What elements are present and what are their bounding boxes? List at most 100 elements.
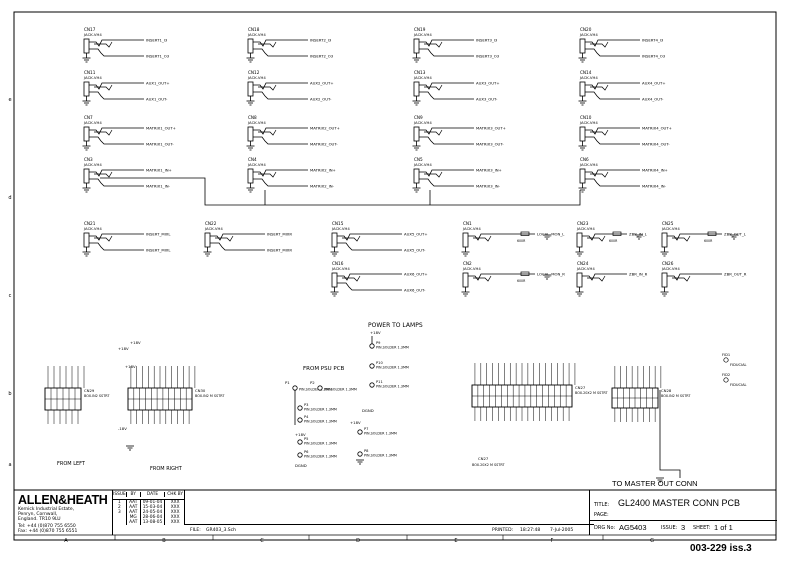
issue-value: 3 bbox=[681, 523, 686, 532]
grid-column-label: F bbox=[551, 538, 554, 544]
jack-tip-wire bbox=[585, 127, 640, 135]
jack-connectors: CN17JACK.VH4INSERT1_I3INSERT1_O3CN11JACK… bbox=[82, 27, 747, 297]
pin-ref: P6 bbox=[304, 450, 309, 454]
jack-type: JACK.VH4 bbox=[247, 120, 266, 125]
pin-ref: P3 bbox=[304, 403, 308, 407]
jack-body bbox=[576, 272, 583, 288]
header-type: BOX.IN2 SSTRT bbox=[84, 394, 110, 398]
jack-ring-wire bbox=[419, 48, 474, 57]
net-label: MATRIX2_OUT+ bbox=[310, 126, 340, 131]
jack-ring-wire bbox=[89, 178, 144, 187]
jack-tip-wire bbox=[419, 169, 474, 177]
jack-type: JACK.VH4 bbox=[83, 32, 102, 37]
pin-value: PIN.SOLDER 1.3MM bbox=[304, 408, 337, 412]
jack-switch bbox=[215, 235, 234, 242]
jack-ref: CN23 bbox=[577, 221, 589, 226]
gnd-label: DGND bbox=[295, 463, 307, 468]
net-label: MATRIX1_OUT- bbox=[146, 142, 174, 147]
jack-tip-wire bbox=[419, 39, 474, 47]
net-label: INSERT4_O3 bbox=[642, 54, 666, 59]
title-value: GL2400 MASTER CONN PCB bbox=[618, 498, 741, 508]
net-label: ZBR_OUT_R bbox=[724, 272, 747, 277]
fiducial-ref: FID1 bbox=[722, 353, 730, 357]
net-label: MATRIX3_IN- bbox=[476, 184, 501, 189]
revision-date: 13-08-05 bbox=[139, 520, 165, 525]
resistor-value: 600R bbox=[517, 239, 526, 243]
title-box-rule bbox=[590, 520, 777, 521]
psu-heading: FROM PSU PCB bbox=[303, 366, 345, 372]
resistor bbox=[520, 271, 530, 276]
fiducial-label: FIDUCIAL bbox=[730, 363, 747, 367]
revision-date: 24-05-04 bbox=[139, 510, 165, 515]
jack-switch bbox=[424, 129, 443, 136]
jack-tip-wire bbox=[337, 273, 402, 281]
pin-ref: P2 bbox=[310, 380, 315, 385]
jack-ref: CN17 bbox=[84, 27, 96, 32]
jack-switch bbox=[587, 275, 606, 282]
rail-label: +18V bbox=[118, 346, 129, 351]
jack-switch bbox=[94, 41, 113, 48]
net-label: INSERT2_O3 bbox=[310, 54, 334, 59]
jack-switch bbox=[424, 171, 443, 178]
jack-ring-wire bbox=[419, 91, 474, 100]
net-label: MATRIX3_OUT+ bbox=[476, 126, 506, 131]
net-label: LOCAL_MON_L bbox=[537, 232, 565, 237]
jack-ref: CN15 bbox=[332, 221, 344, 226]
master-out-caption: TO MASTER OUT CONN bbox=[612, 479, 698, 488]
header-type: BOX.IN2 M SSTRT bbox=[195, 394, 225, 398]
revision-issue: 3 bbox=[118, 510, 121, 515]
net-label: AUX2_OUT+ bbox=[310, 81, 334, 86]
revision-chk: XXX bbox=[164, 500, 185, 505]
jack-body bbox=[579, 38, 586, 54]
jack-ref: CN1 bbox=[463, 221, 472, 226]
jack-tip-wire bbox=[419, 127, 474, 135]
address-line: Penryn, Cornwall, bbox=[18, 512, 58, 517]
jack-body bbox=[413, 38, 420, 54]
resistor bbox=[707, 231, 717, 236]
grid-column-label: E bbox=[454, 538, 457, 544]
jack-body bbox=[579, 126, 586, 142]
grid-row-label: e bbox=[8, 97, 11, 103]
pin-ref: P11 bbox=[376, 380, 383, 384]
header-ref: CN29 bbox=[84, 388, 95, 393]
net-label: AUX6_OUT+ bbox=[404, 272, 428, 277]
jack-ring-wire bbox=[253, 178, 308, 187]
net-label: INSERT_MIXL bbox=[146, 248, 171, 253]
net-label: ZBR_IN_L bbox=[629, 232, 648, 237]
pin-value: PIN.SOLDER 1.3MM bbox=[364, 432, 397, 436]
jack-switch bbox=[424, 84, 443, 91]
solder-pin bbox=[357, 451, 363, 457]
net-label: INSERT_MIXR bbox=[267, 232, 292, 237]
jack-switch bbox=[473, 235, 492, 242]
jack-body bbox=[413, 168, 420, 184]
jack-type: JACK.VH4 bbox=[462, 226, 481, 231]
grid-column-label: G bbox=[650, 538, 654, 544]
jack-tip-wire bbox=[468, 233, 535, 241]
pin-value: PIN.SOLDER 1.3MM bbox=[304, 442, 337, 446]
jack-ref: CN2 bbox=[463, 261, 472, 266]
page-label: PAGE: bbox=[594, 512, 609, 518]
jack-body bbox=[576, 232, 583, 248]
net-label: INSERT_MIXL bbox=[146, 232, 171, 237]
jack-type: JACK.VH4 bbox=[579, 120, 598, 125]
rail-label: +18V bbox=[350, 420, 361, 425]
jack-type: JACK.VH4 bbox=[576, 266, 595, 271]
net-label: INSERT2_I3 bbox=[310, 38, 332, 43]
jack-ref: CN16 bbox=[332, 261, 344, 266]
